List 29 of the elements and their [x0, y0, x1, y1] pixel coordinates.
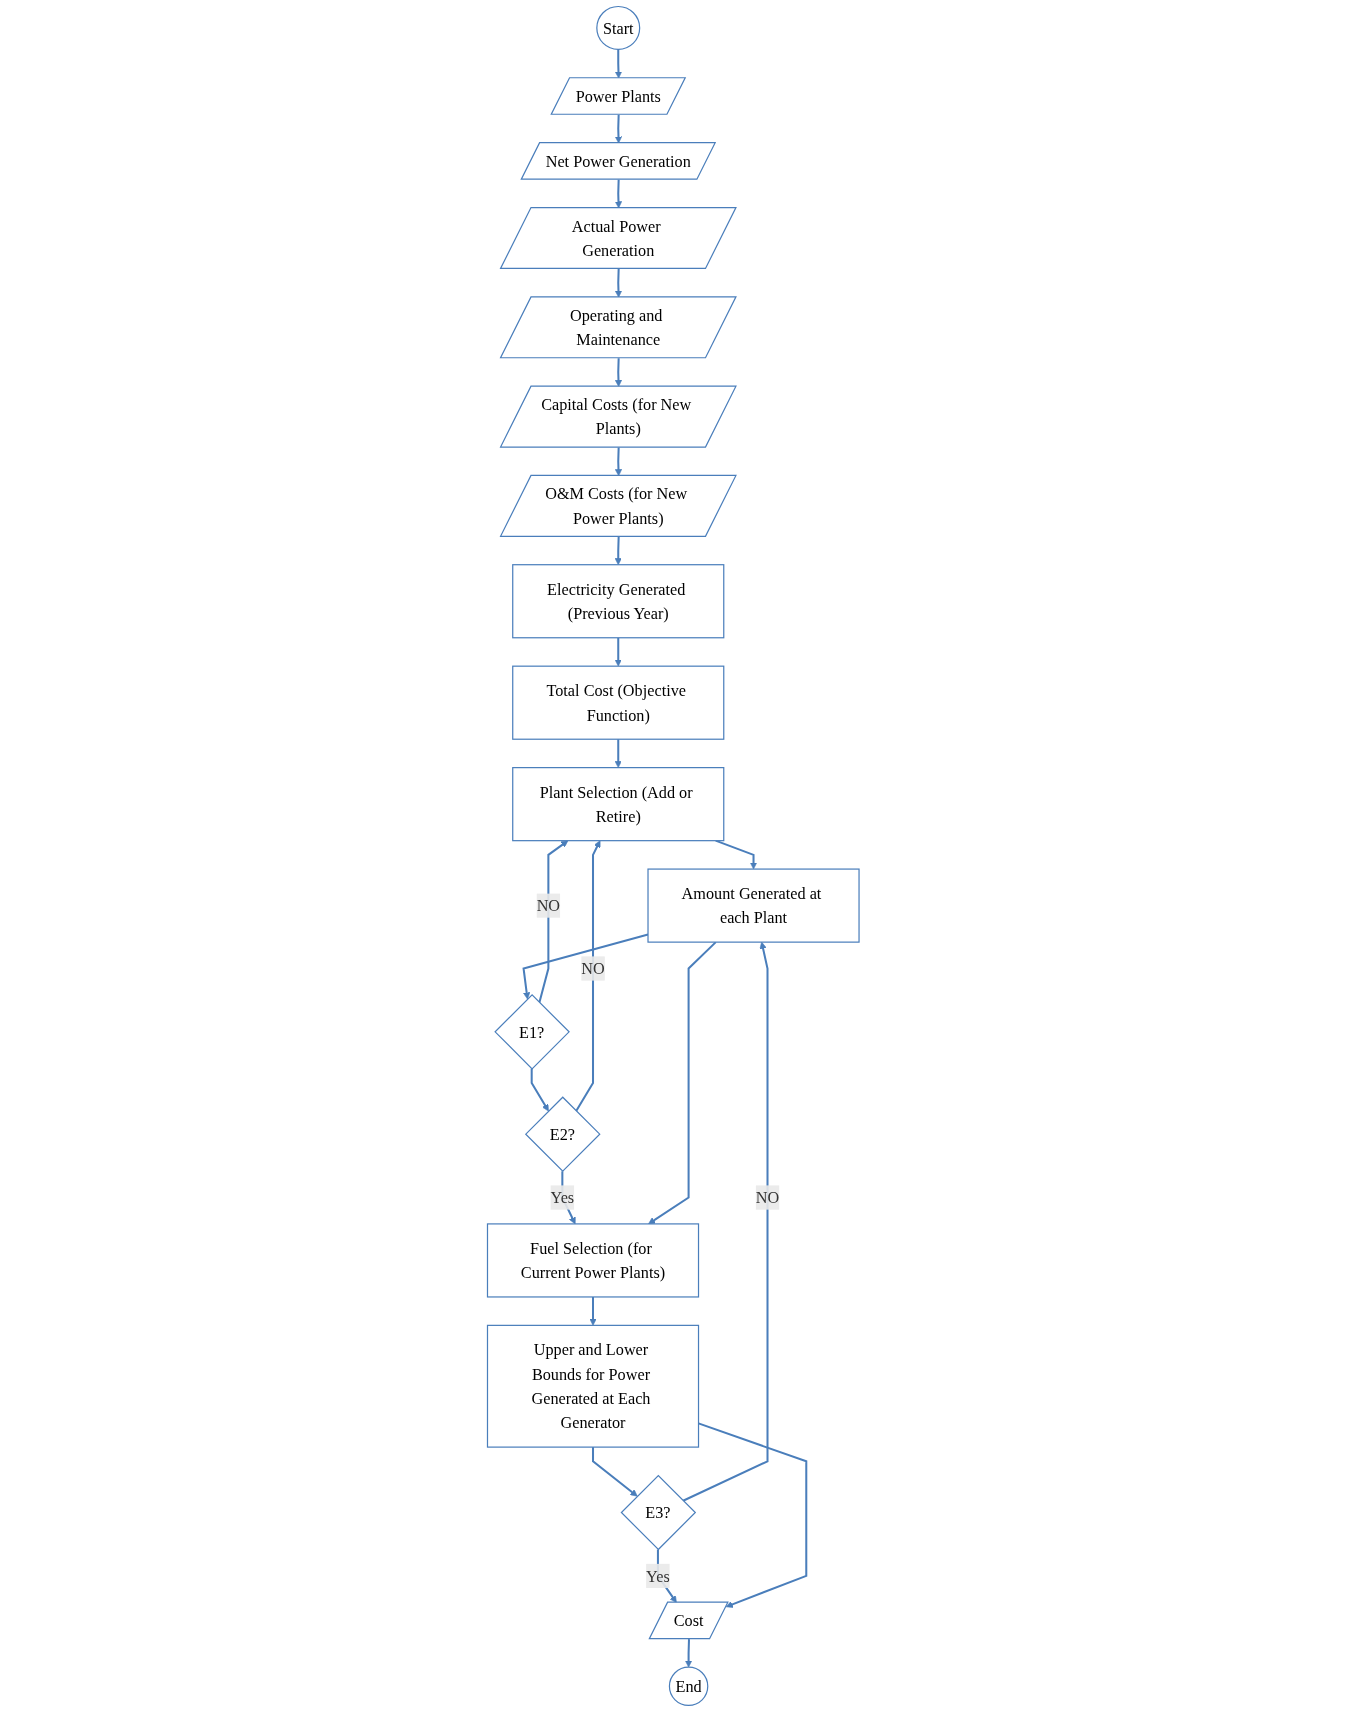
arrow	[530, 1068, 549, 1112]
arrow	[589, 1296, 597, 1326]
node-box: Electricity Generated (Previous Year)	[511, 564, 725, 639]
arrow	[684, 1639, 692, 1668]
node-box: Fuel Selection (for Current Power Plants)	[486, 1223, 699, 1298]
edge-label: Yes	[645, 1566, 670, 1585]
edge-label: NO	[581, 959, 605, 978]
arrow	[715, 839, 757, 870]
node-diamond: E1?	[494, 994, 570, 1070]
arrow	[682, 941, 769, 1502]
arrow	[614, 637, 622, 667]
arrow	[522, 933, 648, 1000]
arrow	[575, 840, 601, 1112]
node-diamond: E2?	[524, 1096, 601, 1173]
edge-label: NO	[755, 1188, 779, 1207]
arrow	[591, 1447, 638, 1497]
arrow	[614, 536, 622, 566]
node-diamond: E3?	[620, 1474, 696, 1551]
arrow	[614, 739, 622, 768]
node-box: Plant Selection (Add or Retire)	[511, 767, 725, 842]
node-box: Upper and Lower Bounds for Power Generated at Each Generator	[486, 1324, 699, 1448]
node-box: Total Cost (Objective Function)	[511, 665, 725, 740]
node-circle: End	[668, 1666, 709, 1707]
edge-label: NO	[536, 896, 560, 915]
arrow	[647, 941, 717, 1225]
edge-label: Yes	[550, 1188, 574, 1207]
node-box: Amount Generated at each Plant	[647, 868, 860, 943]
arrow	[614, 358, 622, 387]
node-circle: Start	[595, 5, 640, 50]
